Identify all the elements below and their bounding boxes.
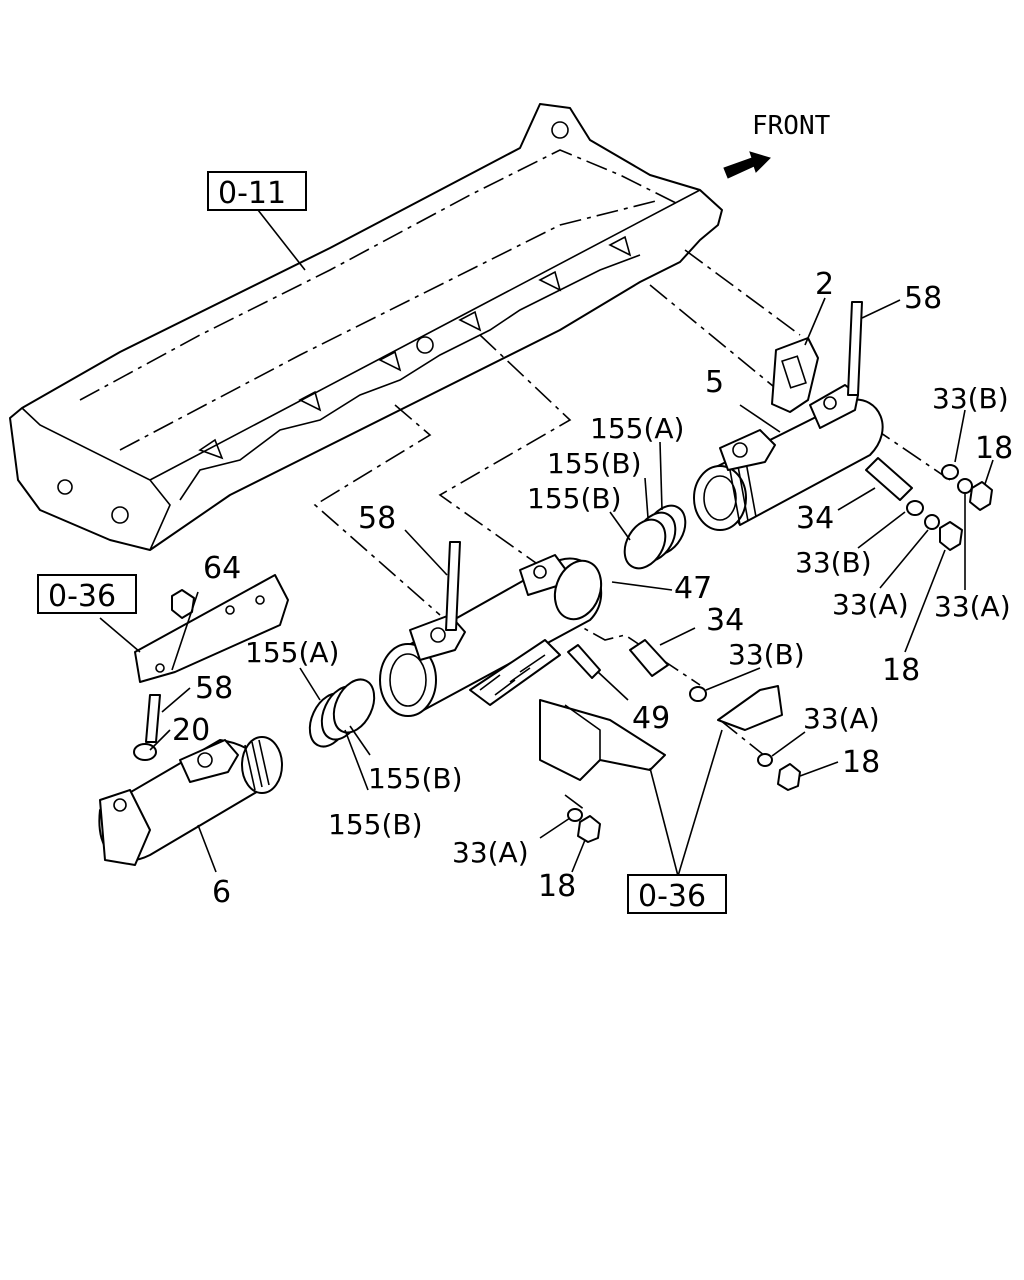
washer-33b-right-2 xyxy=(906,500,924,516)
callout-58-left: 58 xyxy=(195,671,233,706)
callout-155b-top-2: 155(B) xyxy=(527,482,622,515)
callout-58-top: 58 xyxy=(904,281,942,316)
bracket-lower xyxy=(539,699,666,781)
callout-64: 64 xyxy=(203,551,241,586)
ref-label-0-36-bottom: 0-36 xyxy=(638,879,706,914)
front-arrow-icon xyxy=(723,151,771,179)
callout-18-r1: 18 xyxy=(975,431,1013,466)
gasket-part-2 xyxy=(771,337,819,413)
pipe-part-5 xyxy=(693,384,884,531)
callout-33a-mid: 33(A) xyxy=(803,702,880,735)
washer-33a-mid xyxy=(757,753,773,767)
callout-2: 2 xyxy=(815,267,834,302)
stud-part-58-mid xyxy=(445,541,461,631)
washer-33b-mid xyxy=(689,686,707,702)
washer-33b-right-1 xyxy=(941,464,959,480)
callout-33a-r2: 33(A) xyxy=(934,590,1011,623)
spacer-part-34-right xyxy=(865,457,913,501)
ref-box-0-11 xyxy=(207,171,307,211)
callout-18-mid: 18 xyxy=(842,745,880,780)
pin-part-49 xyxy=(567,644,601,679)
callout-18-r2: 18 xyxy=(882,653,920,688)
callout-33a-r1: 33(A) xyxy=(832,588,909,621)
callout-47: 47 xyxy=(674,571,712,606)
washer-33a-bot xyxy=(567,808,583,822)
washer-33a-right-1 xyxy=(957,478,973,494)
stud-part-58-left xyxy=(145,694,161,743)
cylinder-head xyxy=(9,103,723,551)
callout-6: 6 xyxy=(212,875,231,910)
callout-33b-mid: 33(B) xyxy=(728,638,805,671)
callout-33b-r1: 33(B) xyxy=(932,382,1009,415)
ring-155b-left-2 xyxy=(332,678,376,734)
washer-20 xyxy=(133,743,157,761)
ring-155b-top-2 xyxy=(623,518,667,570)
callout-49: 49 xyxy=(632,701,670,736)
bracket-right-small xyxy=(717,685,783,731)
callout-155b-left-2: 155(B) xyxy=(328,808,423,841)
ref-box-0-36-bottom xyxy=(627,874,727,914)
callout-34-right: 34 xyxy=(796,501,834,536)
pipe-part-6 xyxy=(98,736,283,866)
callout-155b-top-1: 155(B) xyxy=(547,447,642,480)
front-label: FRONT xyxy=(752,111,831,141)
washer-33a-right-2 xyxy=(924,514,940,530)
callout-18-bot: 18 xyxy=(538,869,576,904)
ref-label-0-36-left: 0-36 xyxy=(48,579,116,614)
stud-part-58-top xyxy=(847,301,863,396)
pipe-part-47 xyxy=(379,554,603,717)
callout-20: 20 xyxy=(172,713,210,748)
nut-18-right-2 xyxy=(939,521,963,551)
callout-33a-bot: 33(A) xyxy=(452,836,529,869)
spacer-part-34-mid xyxy=(629,639,669,677)
nut-18-mid xyxy=(777,763,801,791)
ref-box-0-36-left xyxy=(37,574,137,614)
callout-58-mid: 58 xyxy=(358,501,396,536)
nut-18-right-1 xyxy=(969,481,993,511)
nut-18-bot xyxy=(577,815,601,843)
callout-155a-left: 155(A) xyxy=(245,636,339,669)
bracket-left xyxy=(134,574,289,683)
callout-33b-r2: 33(B) xyxy=(795,546,872,579)
callout-155b-left-1: 155(B) xyxy=(368,762,463,795)
callout-34-mid: 34 xyxy=(706,603,744,638)
ref-label-0-11: 0-11 xyxy=(218,176,286,211)
callout-5: 5 xyxy=(705,365,724,400)
callout-155a-top: 155(A) xyxy=(590,412,684,445)
